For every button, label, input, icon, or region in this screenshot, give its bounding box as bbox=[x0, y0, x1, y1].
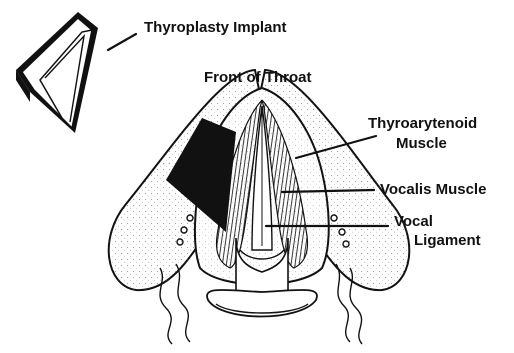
vocalis-label: Vocalis Muscle bbox=[380, 181, 486, 198]
thyroarytenoid-label-line1: Thyroarytenoid bbox=[368, 115, 477, 132]
thyroplasty-implant-illustration bbox=[16, 12, 98, 133]
implant-label: Thyroplasty Implant bbox=[144, 19, 287, 36]
implant-leader-line bbox=[108, 34, 136, 50]
thyroarytenoid-label-line2: Muscle bbox=[396, 135, 447, 152]
ligament-label-line2: Ligament bbox=[414, 232, 481, 249]
vocal-label-line1: Vocal bbox=[394, 213, 433, 230]
front-of-throat-label: Front of Throat bbox=[204, 69, 311, 86]
